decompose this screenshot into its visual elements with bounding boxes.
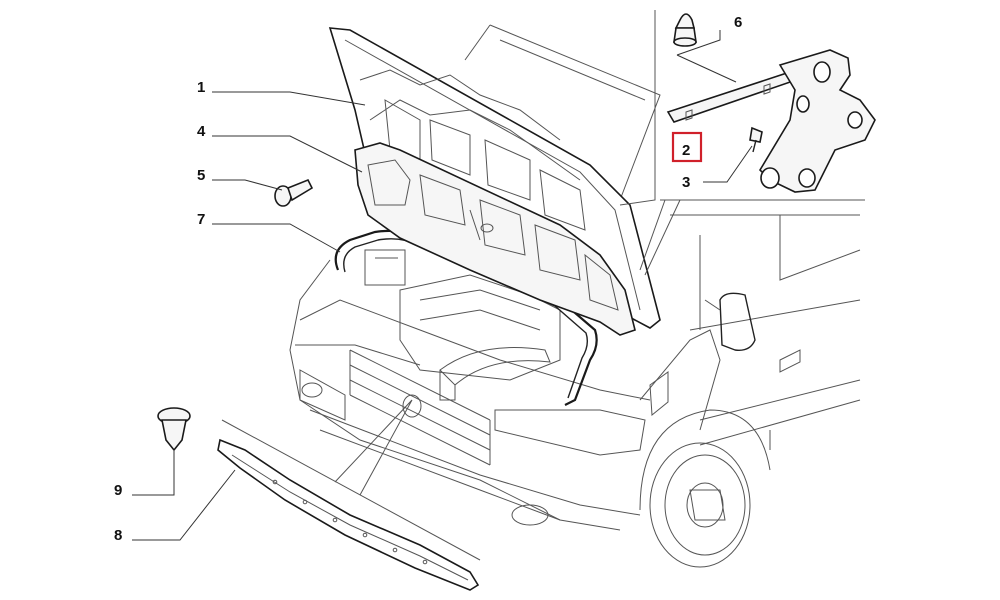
callout-6: 6 bbox=[734, 14, 742, 31]
bolt-part bbox=[274, 178, 314, 207]
callout-9: 9 bbox=[114, 482, 122, 499]
van-body bbox=[289, 24, 865, 568]
hood-insulation-part bbox=[354, 142, 636, 336]
push-clip-part bbox=[157, 407, 191, 452]
leader-lines bbox=[132, 30, 753, 541]
callout-3: 3 bbox=[682, 174, 690, 191]
callout-7: 7 bbox=[197, 211, 205, 228]
callout-8: 8 bbox=[114, 527, 122, 544]
callout-5: 5 bbox=[197, 167, 205, 184]
callout-4: 4 bbox=[197, 123, 206, 140]
inset-panel bbox=[619, 10, 876, 276]
callout-2-highlight-box bbox=[671, 131, 703, 163]
callout-1: 1 bbox=[197, 79, 205, 96]
callout-2: 2 bbox=[682, 142, 690, 159]
front-trim-strip-part bbox=[217, 438, 480, 591]
